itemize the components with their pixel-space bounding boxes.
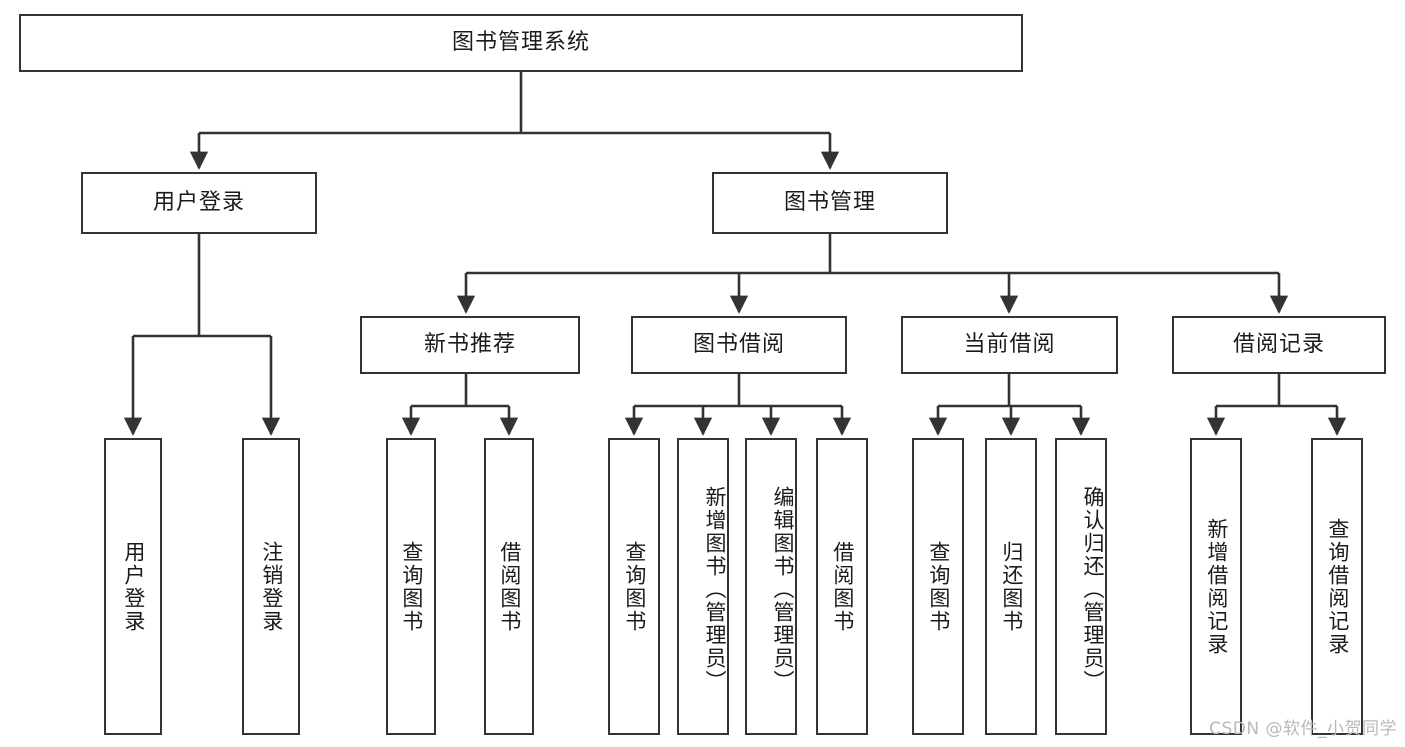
node-leaf-cur-confirm-label: 确认归还（管理员） xyxy=(1081,486,1105,693)
node-user-login[interactable]: 用户登录 xyxy=(81,172,317,234)
node-leaf-rec-add-label: 新增借阅记录 xyxy=(1204,517,1229,656)
node-user-login-label: 用户登录 xyxy=(152,189,245,215)
node-leaf-cur-confirm[interactable]: 确认归还（管理员） xyxy=(1055,438,1107,735)
node-leaf-rec-add[interactable]: 新增借阅记录 xyxy=(1190,438,1242,735)
node-leaf-borrow-edit[interactable]: 编辑图书（管理员） xyxy=(745,438,797,735)
node-root[interactable]: 图书管理系统 xyxy=(19,14,1023,72)
node-root-label: 图书管理系统 xyxy=(451,29,590,55)
node-leaf-rec-query-label: 查询图书 xyxy=(399,540,424,633)
node-leaf-rec-borrow-label: 借阅图书 xyxy=(497,540,522,633)
node-leaf-borrow-add[interactable]: 新增图书（管理员） xyxy=(677,438,729,735)
node-leaf-rec-query[interactable]: 查询图书 xyxy=(386,438,436,735)
node-borrow-record[interactable]: 借阅记录 xyxy=(1172,316,1386,374)
node-leaf-borrow-take[interactable]: 借阅图书 xyxy=(816,438,868,735)
node-leaf-borrow-query[interactable]: 查询图书 xyxy=(608,438,660,735)
node-leaf-borrow-add-label: 新增图书（管理员） xyxy=(703,486,727,693)
node-book-manage-label: 图书管理 xyxy=(783,189,876,215)
node-leaf-user-login-label: 用户登录 xyxy=(121,540,146,633)
node-leaf-rec-borrow[interactable]: 借阅图书 xyxy=(484,438,534,735)
node-leaf-borrow-take-label: 借阅图书 xyxy=(830,540,855,633)
node-leaf-borrow-query-label: 查询图书 xyxy=(622,540,647,633)
node-leaf-cur-return[interactable]: 归还图书 xyxy=(985,438,1037,735)
node-new-book-rec[interactable]: 新书推荐 xyxy=(360,316,580,374)
node-leaf-user-logout[interactable]: 注销登录 xyxy=(242,438,300,735)
node-new-book-rec-label: 新书推荐 xyxy=(423,331,516,357)
node-book-borrow[interactable]: 图书借阅 xyxy=(631,316,847,374)
node-leaf-rec-search[interactable]: 查询借阅记录 xyxy=(1311,438,1363,735)
node-leaf-user-login[interactable]: 用户登录 xyxy=(104,438,162,735)
node-leaf-rec-search-label: 查询借阅记录 xyxy=(1325,517,1350,656)
node-leaf-borrow-edit-label: 编辑图书（管理员） xyxy=(771,486,795,693)
node-leaf-cur-query[interactable]: 查询图书 xyxy=(912,438,964,735)
node-borrow-record-label: 借阅记录 xyxy=(1232,331,1325,357)
node-current-borrow-label: 当前借阅 xyxy=(963,331,1056,357)
node-current-borrow[interactable]: 当前借阅 xyxy=(901,316,1118,374)
node-leaf-cur-query-label: 查询图书 xyxy=(926,540,951,633)
node-book-manage[interactable]: 图书管理 xyxy=(712,172,948,234)
node-book-borrow-label: 图书借阅 xyxy=(692,331,785,357)
node-leaf-cur-return-label: 归还图书 xyxy=(999,540,1024,633)
node-leaf-user-logout-label: 注销登录 xyxy=(259,540,284,633)
